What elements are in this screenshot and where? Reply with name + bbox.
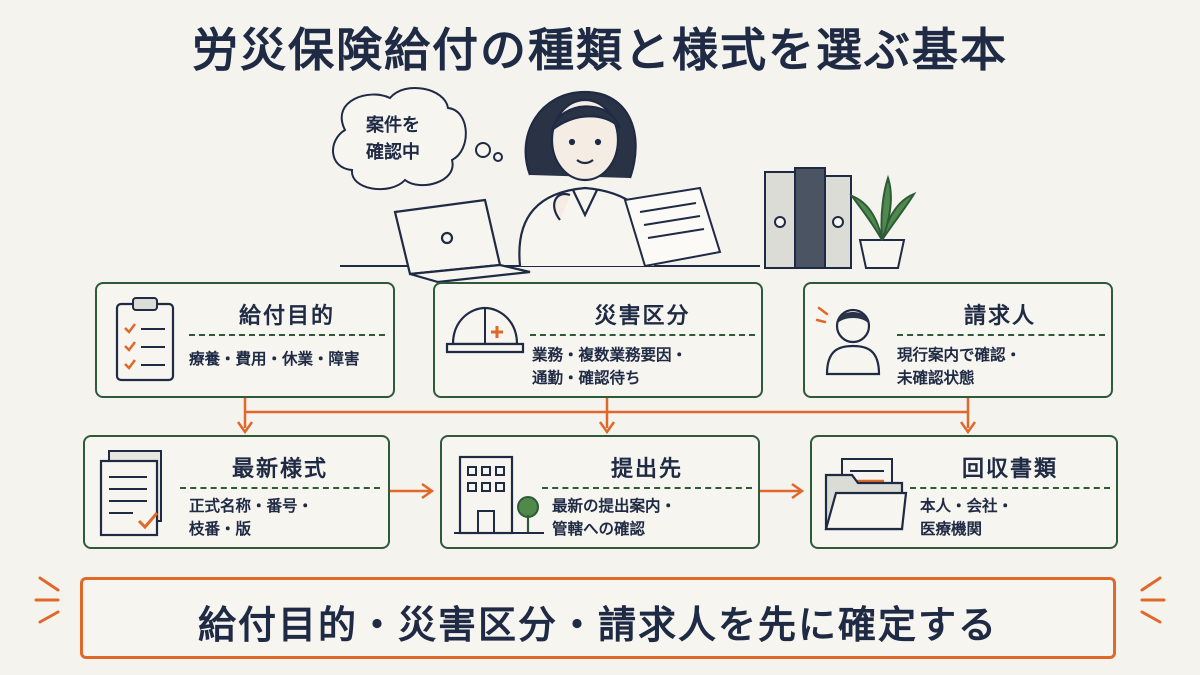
card-claimant: 請求人 現行案内で確認・ 未確認状態: [803, 282, 1113, 398]
person-avatar-icon: [815, 306, 881, 376]
dashed-divider: [180, 487, 380, 489]
arrow-right-2: [791, 482, 805, 500]
card-heading: 請求人: [963, 304, 1036, 329]
card-body: 療養・費用・休業・障害: [189, 350, 360, 368]
thought-bubble-text: 案件を 確認中: [366, 115, 420, 163]
card-body: 正式名称・番号・ 枝番・版: [189, 497, 314, 538]
document-illustration: [623, 186, 722, 268]
dashed-divider: [910, 487, 1110, 489]
card-accident-category: 災害区分 業務・複数業務要因・ 通勤・確認待ち: [433, 282, 763, 398]
flow-connectors: [236, 398, 977, 500]
plant-icon: [849, 174, 917, 269]
card-heading: 給付目的: [238, 304, 335, 329]
hard-hat-icon: [445, 306, 525, 354]
dashed-divider: [542, 487, 752, 489]
card-body: 現行案内で確認・ 未確認状態: [897, 346, 1022, 387]
page-title: 労災保険給付の種類と様式を選ぶ基本: [192, 23, 1008, 77]
arrow-down-3: [959, 421, 977, 435]
key-takeaway-banner: 給付目的・災害区分・請求人を先に確定する: [80, 577, 1116, 659]
card-body: 最新の提出案内・ 管轄への確認: [552, 497, 677, 538]
dashed-divider: [189, 334, 385, 336]
card-body: 業務・複数業務要因・ 通勤・確認待ち: [532, 346, 688, 387]
card-heading: 提出先: [610, 457, 683, 482]
card-documents-to-collect: 回収書類 本人・会社・ 医療機関: [810, 435, 1118, 549]
arrow-right-1: [421, 482, 435, 500]
card-benefit-purpose: 給付目的 療養・費用・休業・障害: [95, 282, 395, 398]
banner-text: 給付目的・災害区分・請求人を先に確定する: [197, 603, 998, 647]
clipboard-checklist-icon: [115, 297, 175, 382]
document-check-icon: [99, 450, 162, 537]
laptop-icon: [393, 198, 531, 284]
person-illustration: [518, 90, 657, 267]
thought-bubble: [332, 86, 503, 191]
card-body: 本人・会社・ 医療機関: [920, 497, 1014, 538]
binders-icon: [764, 167, 852, 269]
arrow-down-2: [598, 421, 616, 435]
card-latest-form: 最新様式 正式名称・番号・ 枝番・版: [83, 435, 390, 549]
card-heading: 最新様式: [231, 457, 328, 482]
office-building-icon: [454, 455, 544, 535]
card-submission-destination: 提出先 最新の提出案内・ 管轄への確認: [440, 435, 760, 549]
card-heading: 回収書類: [961, 457, 1058, 482]
folder-icon: [824, 458, 908, 531]
dashed-divider: [897, 334, 1105, 336]
dashed-divider: [530, 334, 755, 336]
arrow-down-1: [236, 421, 254, 435]
spark-lines: [34, 576, 1166, 624]
card-heading: 災害区分: [594, 304, 691, 329]
